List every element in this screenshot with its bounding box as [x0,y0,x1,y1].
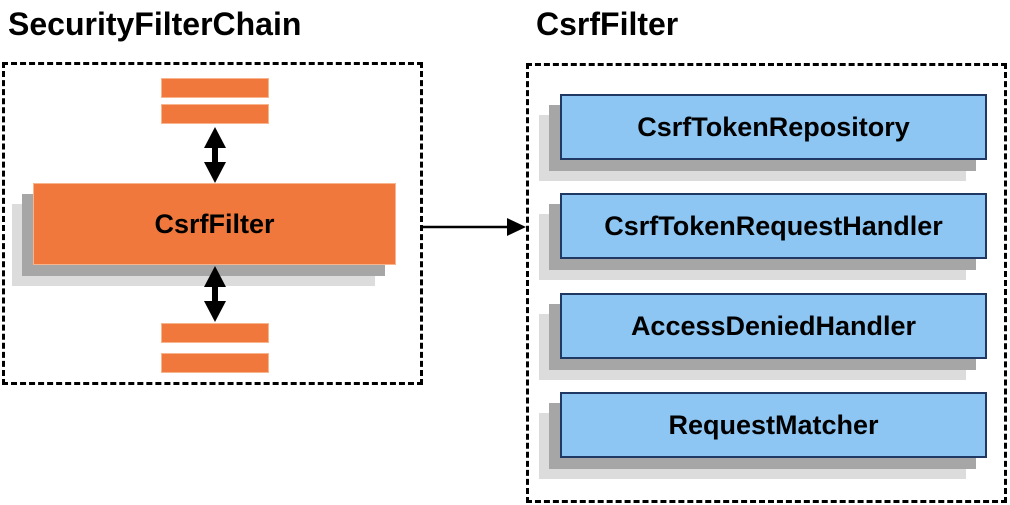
component-face: CsrfTokenRequestHandler [560,193,987,259]
filter-placeholder-bar [161,353,269,373]
component-label: RequestMatcher [668,409,879,440]
component-face: RequestMatcher [560,392,987,458]
csrf-filter-container [526,63,1007,503]
filter-placeholder-bar [161,104,269,124]
component-label: CsrfTokenRepository [637,111,910,142]
component-request-matcher: RequestMatcher [539,392,987,479]
csrf-filter-title: CsrfFilter [536,6,679,42]
right-arrow-icon [423,218,526,236]
filter-placeholder-bar [161,323,269,343]
security-filter-chain-title: SecurityFilterChain [8,6,302,42]
component-csrf-token-request-handler: CsrfTokenRequestHandler [539,193,987,280]
component-access-denied-handler: AccessDeniedHandler [539,293,987,380]
csrf-filter-node: CsrfFilter [12,183,396,286]
filter-placeholder-bar [161,78,269,98]
component-label: CsrfTokenRequestHandler [604,210,943,241]
csrf-filter-node-face: CsrfFilter [33,183,396,265]
component-face: CsrfTokenRepository [560,94,987,160]
component-face: AccessDeniedHandler [560,293,987,359]
csrf-filter-node-label: CsrfFilter [154,208,275,239]
security-filter-chain-container [2,62,423,385]
component-csrf-token-repository: CsrfTokenRepository [539,94,987,181]
component-label: AccessDeniedHandler [630,310,917,341]
